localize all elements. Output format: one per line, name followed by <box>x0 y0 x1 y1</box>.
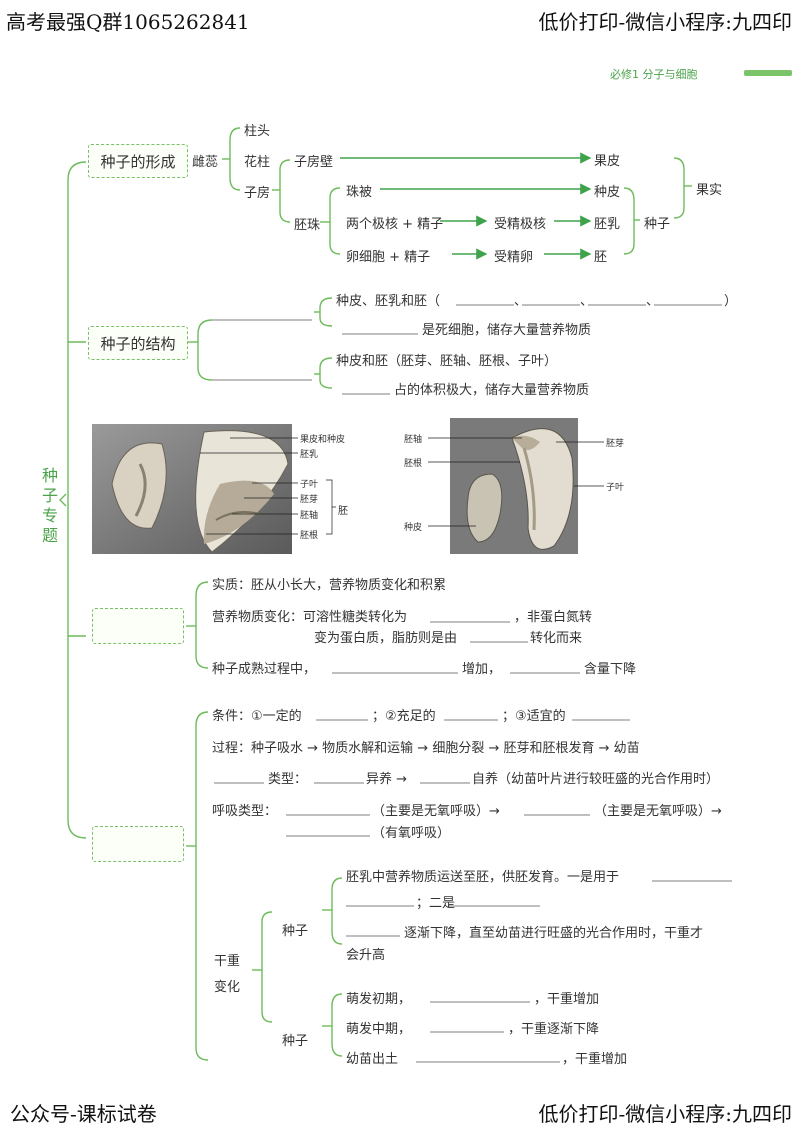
ovary-wall-label: 子房壁 <box>294 155 334 170</box>
germ-resp-b: （主要是无氧呼吸）→ <box>372 804 500 819</box>
style-label: 花柱 <box>244 155 271 170</box>
integument-label: 珠被 <box>346 185 373 200</box>
seed-coat-label: 种皮 <box>594 185 621 200</box>
embryo-label: 胚 <box>594 250 608 265</box>
nonendo-line1a: 萌发初期， <box>346 992 412 1007</box>
watermark-bottom-left: 公众号-课标试卷 <box>10 1102 157 1126</box>
dev-line4c: 含量下降 <box>584 662 637 677</box>
nonendo-line1b: ，干重增加 <box>534 992 600 1007</box>
germ-resp-c: （主要是无氧呼吸）→ <box>594 804 722 819</box>
watermark-top-left: 高考最强Q群1065262841 <box>6 10 250 34</box>
dev-line3b: 转化而来 <box>530 631 583 646</box>
ovule-label: 胚珠 <box>294 218 321 233</box>
endosperm-label: 胚乳 <box>594 217 621 232</box>
fig-left-label-4: 胚芽 <box>300 495 319 505</box>
structure-sep-3: 、 <box>646 294 660 309</box>
structure-line2: 是死细胞，储存大量营养物质 <box>422 323 592 338</box>
dev-line4b: 增加， <box>462 662 502 677</box>
topic-title: 种子专题 <box>41 466 58 545</box>
formation-box: 种子的形成 <box>88 144 188 178</box>
fertilized-polar-label: 受精极核 <box>494 217 547 232</box>
dev-line4a: 种子成熟过程中， <box>212 662 317 677</box>
pericarp-label: 果皮 <box>594 154 621 169</box>
fig-right-label-1: 胚轴 <box>404 435 423 445</box>
germ-cond-a: 条件：①一定的 <box>212 709 302 724</box>
change-label: 变化 <box>214 980 241 995</box>
fig-left-label-6: 胚根 <box>300 531 319 541</box>
zygote-label: 受精卵 <box>494 250 534 265</box>
endo-line2: ；二是 <box>416 896 456 911</box>
egg-label: 卵细胞 + 精子 <box>346 250 431 265</box>
fruit-label: 果实 <box>696 183 723 198</box>
structure-line3: 种皮和胚（胚芽、胚轴、胚根、子叶） <box>336 354 558 369</box>
seed-label-b: 种子 <box>282 1034 309 1049</box>
stigma-label: 柱头 <box>244 124 271 139</box>
endo-line4: 会升高 <box>346 948 386 963</box>
pistil-label: 雌蕊 <box>192 155 219 170</box>
fig-right-label-5: 子叶 <box>606 483 625 493</box>
dev-line3a: 变为蛋白质，脂肪则是由 <box>314 631 458 646</box>
corn-seed-figure <box>92 424 292 554</box>
fig-left-label-2: 胚乳 <box>300 450 319 460</box>
structure-line1: 种皮、胚乳和胚（ <box>336 294 441 309</box>
nonendo-line3a: 幼苗出土 <box>346 1052 399 1067</box>
seed-label: 种子 <box>644 217 671 232</box>
germination-box <box>92 826 184 862</box>
nonendo-line3b: ，干重增加 <box>562 1052 628 1067</box>
germ-type-c: 自养（幼苗叶片进行较旺盛的光合作用时） <box>472 772 720 787</box>
fig-right-label-3: 种皮 <box>404 523 423 533</box>
ovary-label: 子房 <box>244 186 271 201</box>
fig-left-label-1: 果皮和种皮 <box>300 435 346 445</box>
fig-left-label-5: 胚轴 <box>300 511 319 521</box>
dev-line2a: 营养物质变化：可溶性糖类转化为 <box>212 610 408 625</box>
development-box <box>92 608 184 644</box>
structure-box: 种子的结构 <box>88 326 188 360</box>
dev-line1: 实质：胚从小长大，营养物质变化和积累 <box>212 578 447 593</box>
fig-right-label-2: 胚根 <box>404 459 423 469</box>
watermark-bottom-right: 低价打印-微信小程序:九四印 <box>538 1102 793 1126</box>
watermark-top-right: 低价打印-微信小程序:九四印 <box>538 10 793 34</box>
germ-resp-a: 呼吸类型： <box>212 804 278 819</box>
structure-line1-end: ） <box>724 294 738 309</box>
dry-weight-label: 干重 <box>214 954 241 969</box>
germ-type-a: 类型： <box>268 772 308 787</box>
structure-line4: 占的体积极大，储存大量营养物质 <box>394 383 590 398</box>
header-accent-bar <box>744 70 792 76</box>
breadcrumb: 必修1 分子与细胞 <box>610 68 698 81</box>
endo-line1: 胚乳中营养物质运送至胚，供胚发育。一是用于 <box>346 870 620 885</box>
fig-right-label-4: 胚芽 <box>606 439 625 449</box>
dev-line2b: ，非蛋白氮转 <box>514 610 593 625</box>
nonendo-line2a: 萌发中期， <box>346 1022 412 1037</box>
endo-line3: 逐渐下降，直至幼苗进行旺盛的光合作用时，干重才 <box>404 926 704 941</box>
structure-sep-1: 、 <box>514 294 528 309</box>
bean-seed-figure <box>450 418 578 554</box>
germ-process: 过程：种子吸水 → 物质水解和运输 → 细胞分裂 → 胚芽和胚根发育 → 幼苗 <box>212 741 640 756</box>
fig-left-label-3: 子叶 <box>300 480 319 490</box>
nonendo-line2b: ，干重逐渐下降 <box>508 1022 600 1037</box>
structure-sep-2: 、 <box>580 294 594 309</box>
germ-cond-b: ；②充足的 <box>372 709 436 724</box>
germ-resp-d: （有氧呼吸） <box>372 826 451 841</box>
polar-nuclei-label: 两个极核 + 精子 <box>346 217 444 232</box>
seed-label-a: 种子 <box>282 924 309 939</box>
germ-type-b: 异养 → <box>366 772 408 787</box>
germ-cond-c: ；③适宜的 <box>502 709 566 724</box>
fig-left-bracket-label: 胚 <box>338 506 348 517</box>
